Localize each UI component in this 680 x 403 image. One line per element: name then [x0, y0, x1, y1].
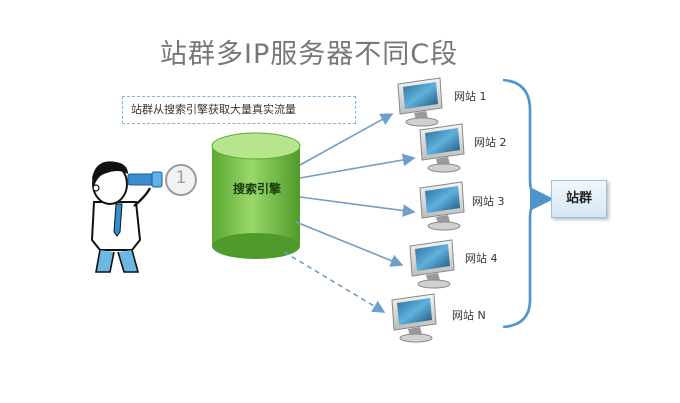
person-figure [90, 161, 197, 273]
site-label-2: 网站 2 [474, 136, 507, 149]
step-badge-number: 1 [175, 168, 187, 188]
arrow-site-4 [295, 221, 404, 267]
step-badge-circle [165, 164, 197, 196]
monitor-icon [419, 181, 465, 231]
monitor-icon [397, 77, 443, 127]
site-group-box: 站群 [551, 180, 607, 218]
traffic-callout: 站群从搜索引擎获取大量真实流量 [122, 96, 356, 124]
arrow-site-2 [299, 153, 416, 179]
search-engine-label: 搜索引擎 [232, 182, 281, 196]
site-label-1: 网站 1 [454, 90, 487, 103]
arrow-site-1 [299, 113, 394, 166]
monitors [391, 77, 465, 343]
site-label-n: 网站 N [452, 309, 486, 322]
arrow-site-n [283, 251, 386, 313]
monitor-icon [409, 239, 455, 289]
search-engine-cylinder [211, 132, 301, 259]
site-label-4: 网站 4 [465, 252, 498, 265]
group-brace [502, 78, 543, 329]
monitor-icon [419, 123, 465, 173]
arrow-site-3 [299, 196, 416, 217]
monitor-icon [391, 293, 437, 343]
site-label-3: 网站 3 [472, 195, 505, 208]
page-title: 站群多IP服务器不同C段 [160, 39, 459, 70]
arrows [283, 113, 416, 313]
